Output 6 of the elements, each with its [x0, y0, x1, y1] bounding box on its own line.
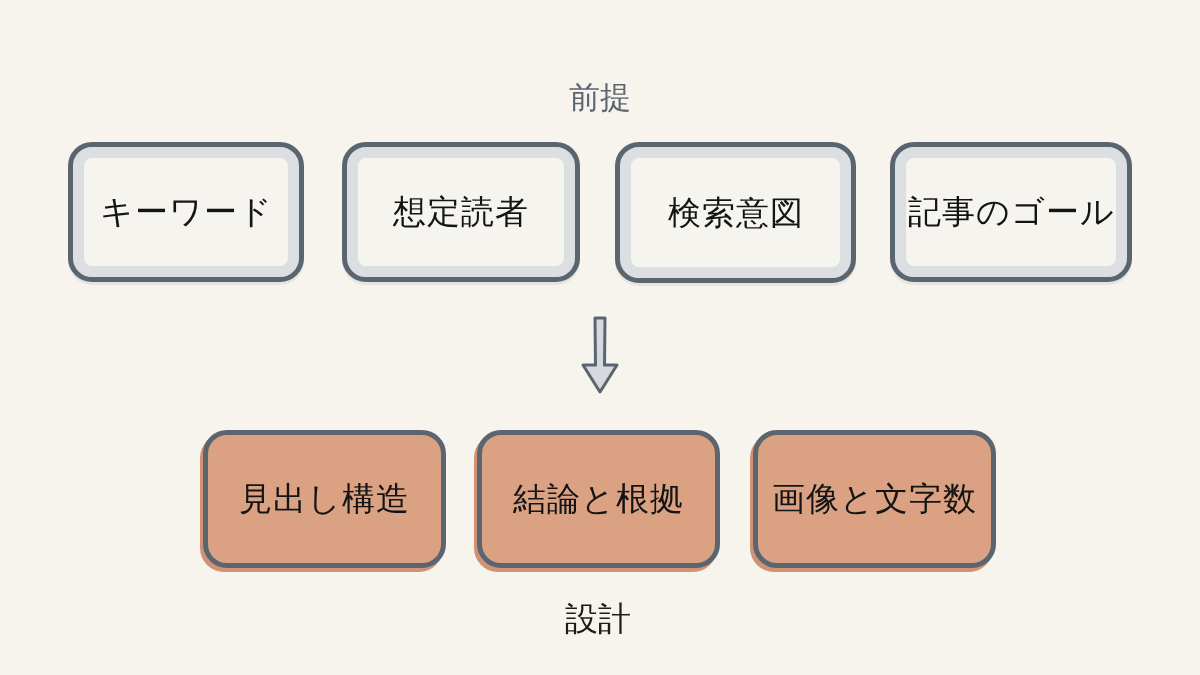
- card: 検索意図: [615, 142, 856, 283]
- card: キーワード: [68, 142, 304, 282]
- group-heading: 設計: [565, 601, 631, 638]
- group-heading: 前提: [569, 80, 631, 115]
- card: 記事のゴール: [890, 142, 1132, 282]
- card: 想定読者: [342, 142, 580, 282]
